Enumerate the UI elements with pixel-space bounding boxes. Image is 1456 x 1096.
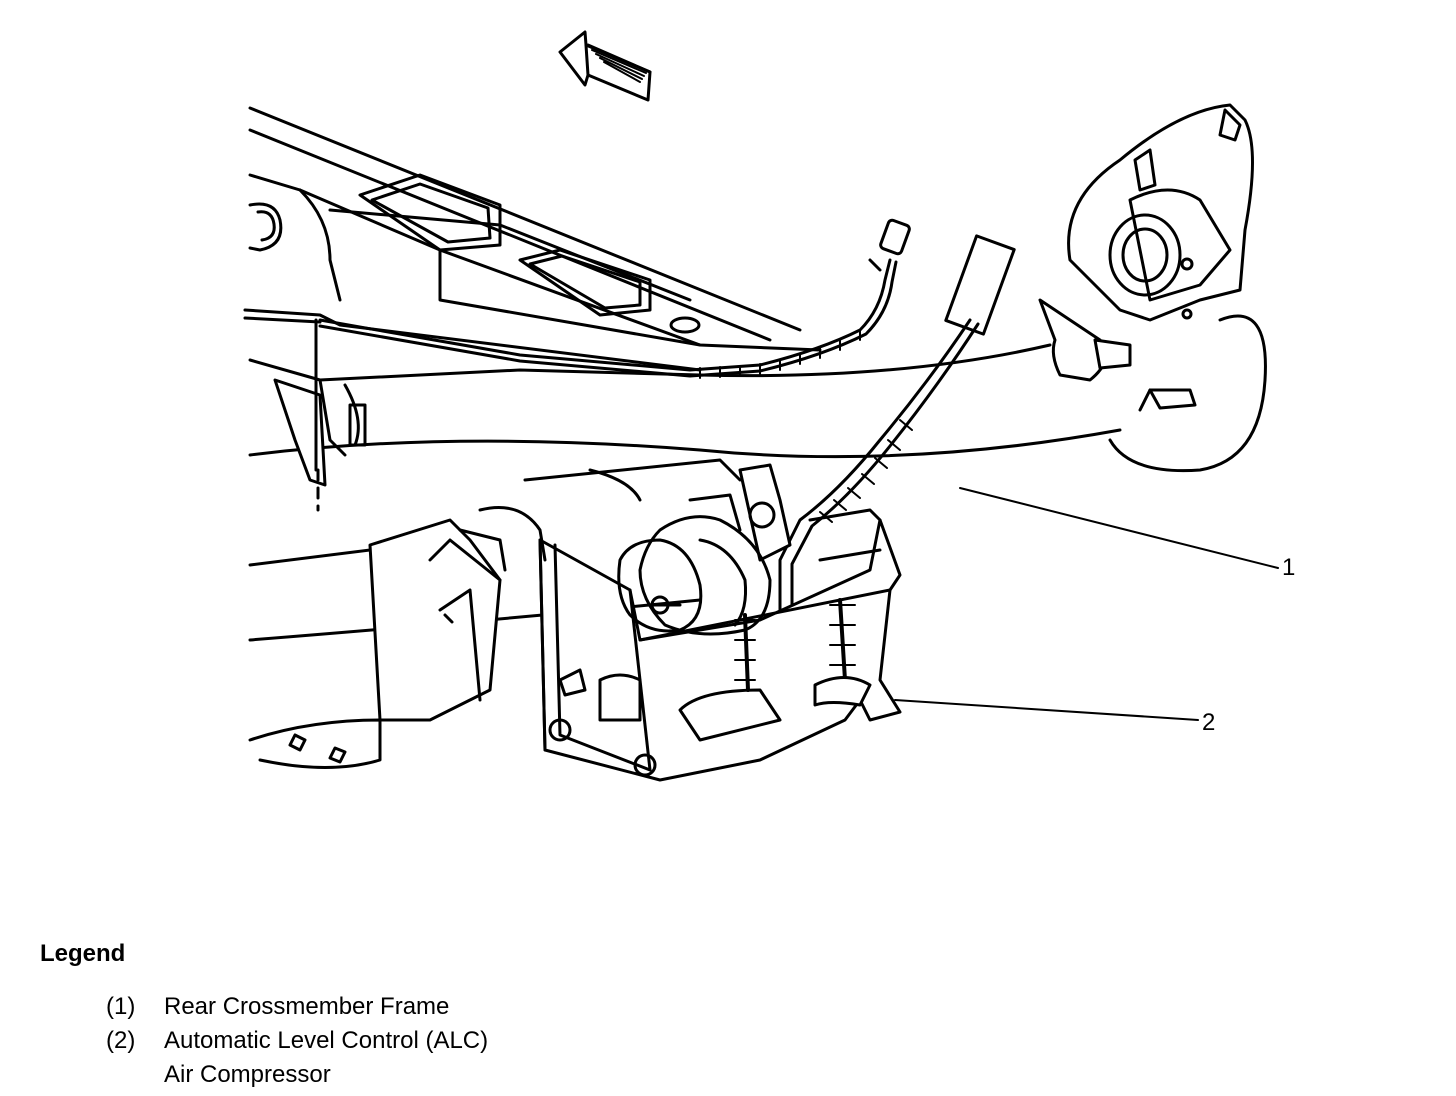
- legend-item-1: (1) Rear Crossmember Frame: [106, 990, 740, 1024]
- legend-item-text: Rear Crossmember Frame: [164, 990, 740, 1024]
- callout-number-1: 1: [1282, 554, 1296, 581]
- left-support-bracket: [248, 506, 547, 769]
- callout-number-2: 2: [1202, 709, 1216, 736]
- callout-1-leader: [959, 487, 1279, 569]
- legend-item-2: (2) Automatic Level Control (ALC) Air Co…: [106, 1024, 740, 1092]
- legend-item-number: (2): [106, 1027, 136, 1054]
- legend-item-line: Automatic Level Control (ALC): [164, 1027, 489, 1054]
- legend-item-number: (1): [106, 993, 136, 1020]
- lines-and-harness: [318, 218, 1016, 622]
- legend-title: Legend: [40, 940, 126, 967]
- legend-item-text: Automatic Level Control (ALC) Air Compre…: [164, 1024, 740, 1092]
- floor-pan: [248, 106, 822, 352]
- legend-item-line: Rear Crossmember Frame: [164, 993, 450, 1020]
- callout-2-leader: [894, 699, 1199, 721]
- alc-compressor-illustration: [243, 30, 1279, 782]
- legend-item-line: Air Compressor: [164, 1061, 331, 1088]
- wheel-housing: [1038, 103, 1267, 473]
- legend: Legend (1) Rear Crossmember Frame (2) Au…: [40, 940, 740, 1092]
- alc-air-compressor: [538, 463, 902, 782]
- forward-arrow-icon: [558, 30, 652, 102]
- rear-crossmember-frame: [243, 308, 1122, 642]
